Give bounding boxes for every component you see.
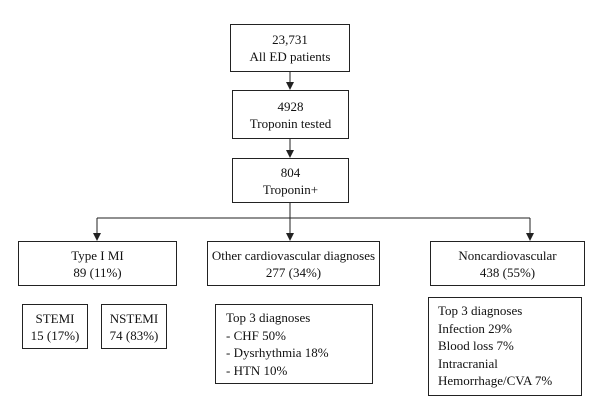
noncardio-count: 438 (55%) — [479, 264, 536, 280]
troponin-tested-box: 4928 Troponin tested — [232, 90, 349, 139]
noncv-diagnosis-item: Hemorrhage/CVA 7% — [438, 373, 553, 388]
stemi-label: STEMI — [35, 310, 75, 326]
cv-diagnosis-item: - Dysrhythmia 18% — [226, 345, 329, 360]
cv-diagnosis-item: - HTN 10% — [226, 362, 288, 378]
all-ed-label: All ED patients — [249, 49, 331, 64]
troponin-positive-count: 804 — [280, 164, 301, 180]
type1-mi-box: Type I MI 89 (11%) — [18, 241, 177, 286]
cv-top3-heading: Top 3 diagnoses — [226, 310, 311, 325]
noncv-diagnosis-item: Blood loss 7% — [438, 338, 514, 353]
type1-mi-label: Type I MI — [71, 247, 124, 263]
noncv-diagnosis-item: Intracranial — [438, 355, 498, 371]
other-cv-box: Other cardiovascular diagnoses 277 (34%) — [207, 241, 380, 286]
troponin-positive-label: Troponin+ — [262, 181, 319, 197]
noncv-diagnosis-item: Infection 29% — [438, 320, 513, 336]
other-cv-label: Other cardiovascular diagnoses — [211, 247, 376, 263]
noncardio-label: Noncardiovascular — [458, 247, 557, 263]
noncv-top3-diagnoses-box: Top 3 diagnoses Infection 29% Blood loss… — [428, 297, 582, 396]
nstemi-count: 74 (83%) — [109, 327, 159, 343]
other-cv-count: 277 (34%) — [265, 264, 322, 280]
all-ed-count: 23,731 — [272, 32, 308, 47]
troponin-tested-count: 4928 — [277, 98, 304, 114]
nstemi-label: NSTEMI — [109, 310, 159, 326]
noncv-top3-heading: Top 3 diagnoses — [438, 303, 523, 318]
troponin-positive-box: 804 Troponin+ — [232, 158, 349, 203]
nstemi-box: NSTEMI 74 (83%) — [101, 304, 167, 349]
type1-mi-count: 89 (11%) — [73, 264, 122, 280]
all-ed-patients-box: 23,731 All ED patients — [230, 24, 350, 72]
noncardio-box: Noncardiovascular 438 (55%) — [430, 241, 585, 286]
stemi-count: 15 (17%) — [30, 327, 80, 343]
stemi-box: STEMI 15 (17%) — [22, 304, 88, 349]
cv-diagnosis-item: - CHF 50% — [226, 327, 286, 343]
troponin-tested-label: Troponin tested — [249, 115, 332, 131]
cv-top3-diagnoses-box: Top 3 diagnoses - CHF 50% - Dysrhythmia … — [215, 304, 373, 384]
